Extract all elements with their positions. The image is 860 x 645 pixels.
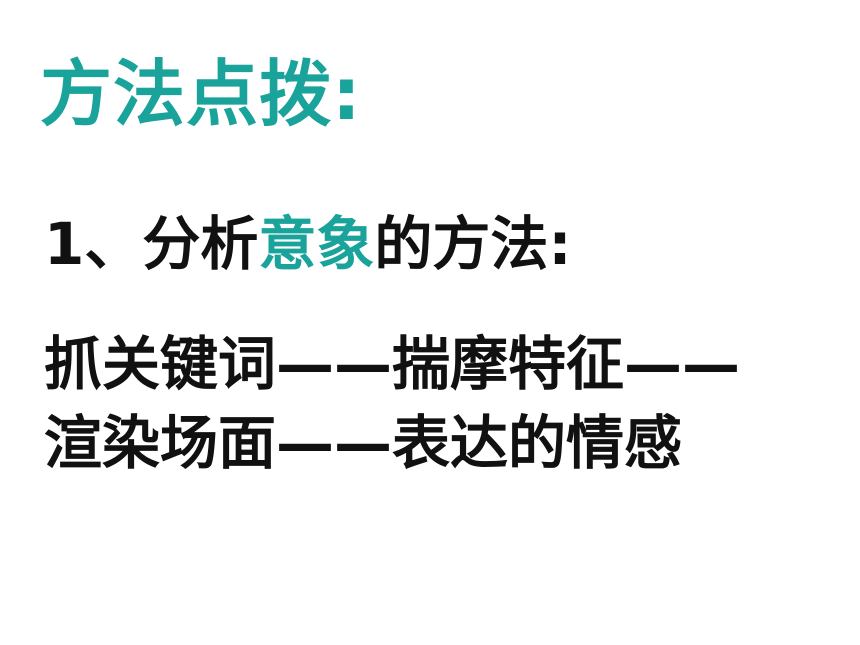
subheading-highlight: 意象	[258, 210, 375, 278]
subheading-prefix: 1、分析	[44, 210, 259, 278]
slide-heading: 方法点拨:	[40, 52, 362, 136]
slide-subheading: 1、分析意象的方法:	[44, 215, 572, 273]
subheading-suffix: 的方法:	[374, 210, 572, 278]
method-line-1: 抓关键词——揣摩特征——	[44, 330, 741, 398]
method-line-2: 渲染场面——表达的情感	[44, 409, 683, 477]
